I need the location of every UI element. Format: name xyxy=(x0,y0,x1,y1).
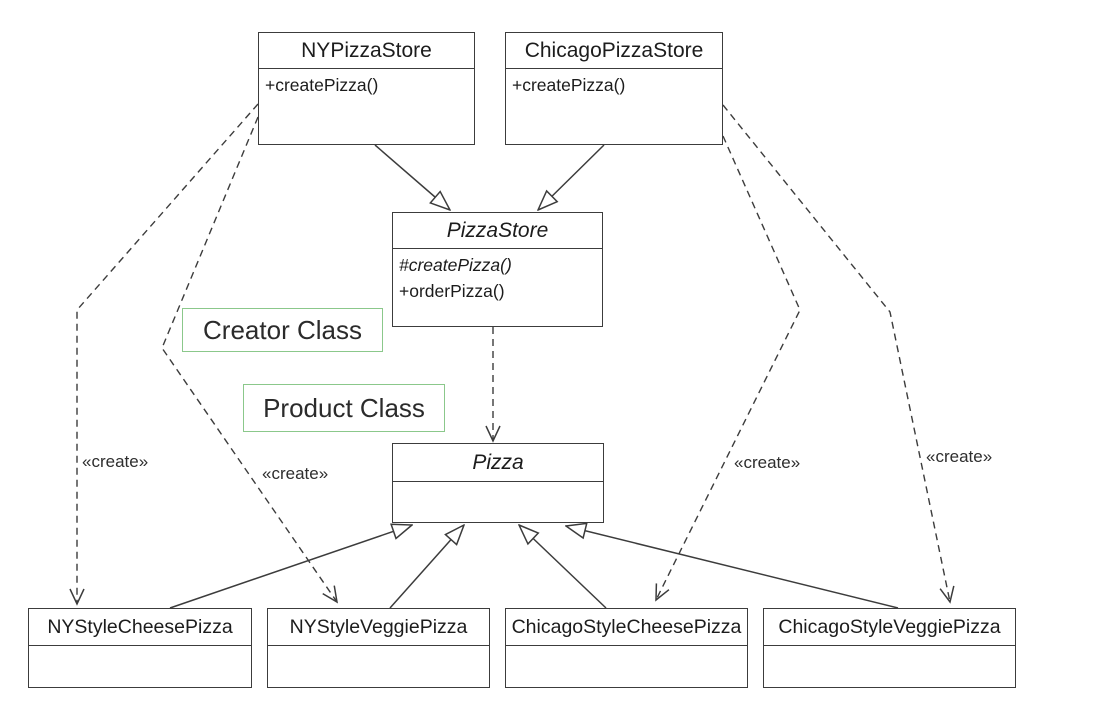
class-nystyleveggiepizza: NYStyleVeggiePizza xyxy=(267,608,490,688)
edge-chicagopizzastore-creates-chicagostylecheesepizza xyxy=(655,135,801,602)
edge-chicagostyleveggiepizza-to-pizza xyxy=(566,526,899,609)
class-methods: +createPizza() xyxy=(259,69,474,144)
class-methods: +createPizza() xyxy=(506,69,722,144)
class-methods: #createPizza() +orderPizza() xyxy=(393,249,602,326)
class-pizza: Pizza xyxy=(392,443,604,523)
class-chicagostyleveggiepizza: ChicagoStyleVeggiePizza xyxy=(763,608,1016,688)
empty-compartment xyxy=(268,646,489,687)
class-title: Pizza xyxy=(393,444,603,482)
edge-nystylecheesepizza-to-pizza xyxy=(169,525,412,609)
class-title: NYPizzaStore xyxy=(259,33,474,69)
edge-chicagopizzastore-to-pizzastore xyxy=(538,144,605,210)
empty-compartment xyxy=(506,646,747,687)
class-chicagostylecheesepizza: ChicagoStyleCheesePizza xyxy=(505,608,748,688)
empty-compartment xyxy=(29,646,251,687)
create-stereotype-label: «create» xyxy=(262,464,329,483)
class-title: ChicagoPizzaStore xyxy=(506,33,722,69)
create-stereotype-label: «create» xyxy=(82,452,149,471)
class-title: ChicagoStyleVeggiePizza xyxy=(764,609,1015,646)
class-method: +createPizza() xyxy=(265,75,379,95)
create-stereotype-label: «create» xyxy=(926,447,993,466)
edge-nypizzastore-creates-nystylecheesepizza xyxy=(69,103,259,606)
edge-nypizzastore-to-pizzastore xyxy=(374,144,450,210)
edge-nystyleveggiepizza-to-pizza xyxy=(389,525,464,609)
class-title: NYStyleCheesePizza xyxy=(29,609,251,646)
edge-nypizzastore-creates-nystyleveggiepizza xyxy=(161,116,339,604)
class-method: #createPizza() xyxy=(399,255,512,275)
edge-chicagostylecheesepizza-to-pizza xyxy=(519,525,607,609)
class-pizzastore: PizzaStore #createPizza() +orderPizza() xyxy=(392,212,603,327)
class-nystylecheesepizza: NYStyleCheesePizza xyxy=(28,608,252,688)
class-title: NYStyleVeggiePizza xyxy=(268,609,489,646)
empty-compartment xyxy=(764,646,1015,687)
class-title: ChicagoStyleCheesePizza xyxy=(506,609,747,646)
note-product-class: Product Class xyxy=(243,384,445,432)
class-chicagopizzastore: ChicagoPizzaStore +createPizza() xyxy=(505,32,723,145)
class-title: PizzaStore xyxy=(393,213,602,249)
create-stereotype-label: «create» xyxy=(734,453,801,472)
empty-compartment xyxy=(393,482,603,522)
note-creator-class: Creator Class xyxy=(182,308,383,352)
class-nypizzastore: NYPizzaStore +createPizza() xyxy=(258,32,475,145)
edge-chicagopizzastore-creates-chicagostyleveggiepizza xyxy=(722,104,955,604)
class-method: +orderPizza() xyxy=(399,281,505,301)
class-method: +createPizza() xyxy=(512,75,626,95)
